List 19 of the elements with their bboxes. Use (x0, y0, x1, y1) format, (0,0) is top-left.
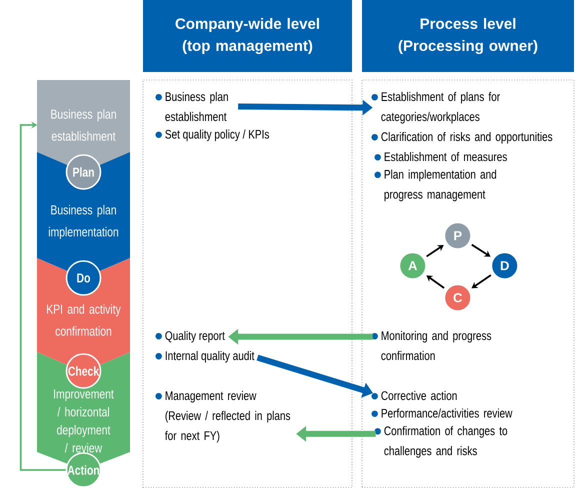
bullet-item: Set quality policy / KPIs (156, 129, 270, 142)
header-band: Process level (Processing owner) (362, 0, 574, 72)
bullet-item: Establishment of plans for categories/workplaces (372, 92, 500, 124)
arrow (20, 121, 66, 471)
bullet-item: Monitoring and progress confirmation (372, 330, 492, 360)
dotted-panel (362, 80, 574, 488)
arrow (472, 274, 492, 288)
bullet-item: Clarification of risks and opportunities (372, 132, 552, 144)
bullet-item: Corrective action (372, 390, 457, 400)
bullet-item: Confirmation of changes to challenges and risks (374, 426, 508, 458)
bullet-item: Performance/activities review (372, 408, 512, 418)
bullet-item: Plan implementation and progress management (374, 170, 496, 202)
bullet-item: Quality report (156, 330, 225, 343)
bullet-item: Management review (Review / reflected in plans for next FY) (156, 390, 290, 443)
dotted-panel (142, 80, 352, 488)
bullet-item: Establishment of measures (374, 152, 507, 162)
bullet-item: Business plan establishment (156, 92, 228, 122)
bullet-item: Internal quality audit (156, 350, 254, 363)
header-band: Company-wide level (top management) (143, 0, 352, 72)
